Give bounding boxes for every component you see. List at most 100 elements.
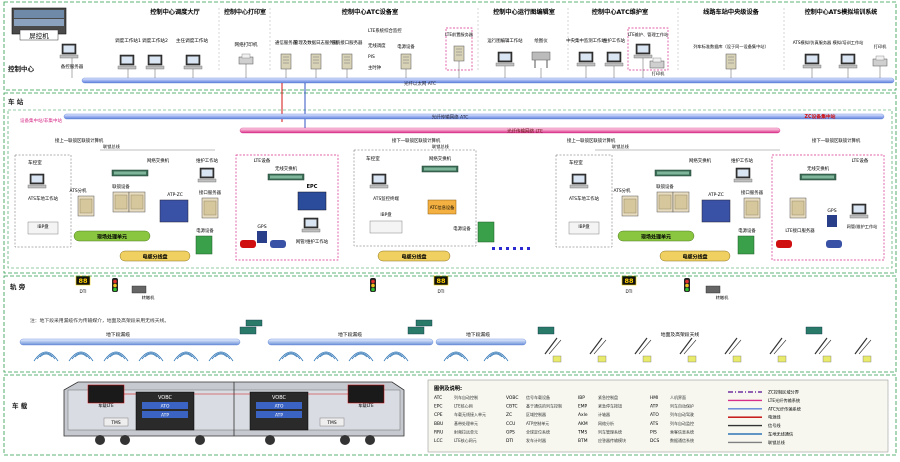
interlock-bus-left: 联锁总线 xyxy=(103,143,121,150)
lte-bbu-blue xyxy=(270,240,286,248)
legend-abbr-code: PIS xyxy=(650,429,657,435)
lte-net-mgmt-pc xyxy=(301,217,321,233)
mid-ats-monitor-pc xyxy=(369,173,389,189)
rru-units xyxy=(239,319,823,335)
mid-atc-info-icon xyxy=(427,199,457,215)
power-cabinet-icon xyxy=(400,53,412,70)
lte-bbu-red xyxy=(240,240,256,248)
lte-monitor-label: LTE系统综合监控 xyxy=(368,27,402,34)
right-power-label: 电源设备 xyxy=(738,227,756,234)
right-bbu-red xyxy=(776,240,792,248)
turnout-right-label: 转辙机 xyxy=(716,294,729,301)
radio-waves xyxy=(33,351,509,362)
dti-right-label: DTI xyxy=(625,289,632,294)
right-interlock-cabinet-2 xyxy=(672,191,690,213)
radio-dispatch-label: 无线调度 xyxy=(368,42,386,49)
legend-abbr-desc: 全球定位系统 xyxy=(526,428,550,434)
left-ats-pc xyxy=(27,173,47,189)
left-ibp-panel xyxy=(27,221,59,235)
right-interface-server-label: 接口服务器 xyxy=(741,189,764,196)
turnout-left-label: 转辙机 xyxy=(142,294,155,301)
legend-abbr-code: CPE xyxy=(434,412,443,418)
right-lte-switch xyxy=(799,173,837,181)
left-ats-ext-label: ATS分机 xyxy=(70,187,88,194)
legend-abbr-desc: 列车自动控制 xyxy=(454,394,478,400)
dispatch-ws1-pc xyxy=(117,54,137,70)
lte-group-left-title: LTE设备 xyxy=(254,157,271,164)
left-power-icon xyxy=(195,235,213,255)
left-field-unit-label: 现场处理单元 xyxy=(97,234,127,241)
dispatch-ws2-label: 调度工作站2 xyxy=(142,37,168,44)
dispatch-hall: 控制中心调度大厅 调度工作站1 调度工作站2 主任调度工作站 xyxy=(115,8,208,70)
legend-line-label: LTE光纤传输系统 xyxy=(768,397,800,404)
right-atp-zc-icon xyxy=(701,199,731,223)
right-net-mgmt-label: 网管/维护工作站 xyxy=(847,223,878,230)
legend-abbr-desc: 数据通信系统 xyxy=(670,437,694,443)
mid-ibp-panel xyxy=(369,220,403,234)
legend-abbr-code: TMS xyxy=(577,429,587,435)
left-atp-zc-icon xyxy=(159,199,189,223)
zc-label: ZC设备集中站 xyxy=(805,113,836,120)
legend-abbr-desc: LTE核心网元 xyxy=(454,437,477,443)
power-equipment-label: 电源设备 xyxy=(397,43,415,50)
legend-abbr-desc: 基于通信的列车控制 xyxy=(526,403,562,409)
legend-abbr-desc: 紧急控制盘 xyxy=(598,394,618,400)
left-interface-server-label: 接口服务器 xyxy=(199,189,222,196)
timetable-room: 控制中心运行图编辑室 运行图编辑工作站 绘图仪 xyxy=(487,8,555,68)
right-lte-switch-label: 无线交换机 xyxy=(807,165,830,172)
interlock-bus-mid: 联锁总线 xyxy=(432,143,450,150)
master-clock-label: 主时钟 xyxy=(368,64,382,71)
right-ats-ws-label: ATS车地工作站 xyxy=(569,195,600,202)
legend-abbr-desc: 列车自动监控 xyxy=(670,420,694,426)
maintenance-ws-label: 维护工作站 xyxy=(603,37,626,44)
mid-network-switch-label: 网络交换机 xyxy=(429,155,452,162)
right-lte-interface-label: LTE接口服务器 xyxy=(785,227,815,234)
log-server-icon xyxy=(310,53,322,70)
dti-left-value: 88 xyxy=(78,277,88,285)
station-label: 车 站 xyxy=(8,97,24,106)
ato-right-label: ATO xyxy=(275,404,284,410)
lte-core-switch xyxy=(267,173,305,181)
left-cable-dist xyxy=(119,250,191,262)
tms-right-label: TMS xyxy=(326,420,336,426)
atp-right-label: ATP xyxy=(275,413,283,419)
trackside-region xyxy=(3,275,897,373)
atc-room-title: 控制中心ATC设备室 xyxy=(342,8,398,16)
legend-abbr-code: BTM xyxy=(578,438,588,444)
left-cable-dist-label: 电缆分线盘 xyxy=(142,254,167,261)
legend-abbr-desc: 基带处理单元 xyxy=(454,420,478,426)
left-power-label: 电源设备 xyxy=(196,227,214,234)
legend-abbr-code: VOBC xyxy=(506,395,518,401)
legend-abbr-code: IBP xyxy=(578,395,585,401)
sim-server-pc xyxy=(802,53,822,69)
left-interlock-label: 联锁设备 xyxy=(112,183,130,190)
trackside-antennas xyxy=(544,337,872,363)
line-station-central: 线路车站中央级设备 列车标准数据库（设于同一设备集中站） xyxy=(693,8,769,70)
legend-abbr-code: CCU xyxy=(506,421,515,427)
left-interface-server-icon xyxy=(201,197,219,219)
maint-printer-label: 打印机 xyxy=(652,70,665,77)
station-inner-frame xyxy=(7,109,893,269)
print-room-title: 控制中心打印室 xyxy=(224,8,266,16)
legend-abbr-desc: 列车自动驾驶 xyxy=(670,411,694,417)
mid-network-switch xyxy=(421,165,459,173)
leaky-cable-right-label: 地下段漏缆 xyxy=(466,331,490,338)
right-vehicle-control-box xyxy=(555,154,613,248)
right-ibp-label: IBP盘 xyxy=(578,223,590,230)
legend-line-label: 车地无线通信 xyxy=(768,431,793,438)
right-bbu-blue xyxy=(826,240,842,248)
right-cable-dist xyxy=(659,250,731,262)
right-atp-zc-label: ATP-ZC xyxy=(708,192,724,198)
legend-abbr-code: LCC xyxy=(434,438,443,444)
legend-abbr-desc: 乘客信息系统 xyxy=(670,428,694,434)
legend-abbr-code: DTI xyxy=(506,438,513,444)
mid-power-label: 电源设备 xyxy=(453,225,471,232)
turnout-left: 转辙机 xyxy=(131,285,155,301)
plotter-label: 绘图仪 xyxy=(534,37,548,44)
control-center-region xyxy=(3,1,897,91)
vobc-left-label: VOBC xyxy=(158,395,173,401)
antenna-label: 地面及高架段天线 xyxy=(661,331,700,338)
legend-abbr-code: EMP xyxy=(578,404,588,410)
legend-line-label: 信号线 xyxy=(768,422,781,429)
